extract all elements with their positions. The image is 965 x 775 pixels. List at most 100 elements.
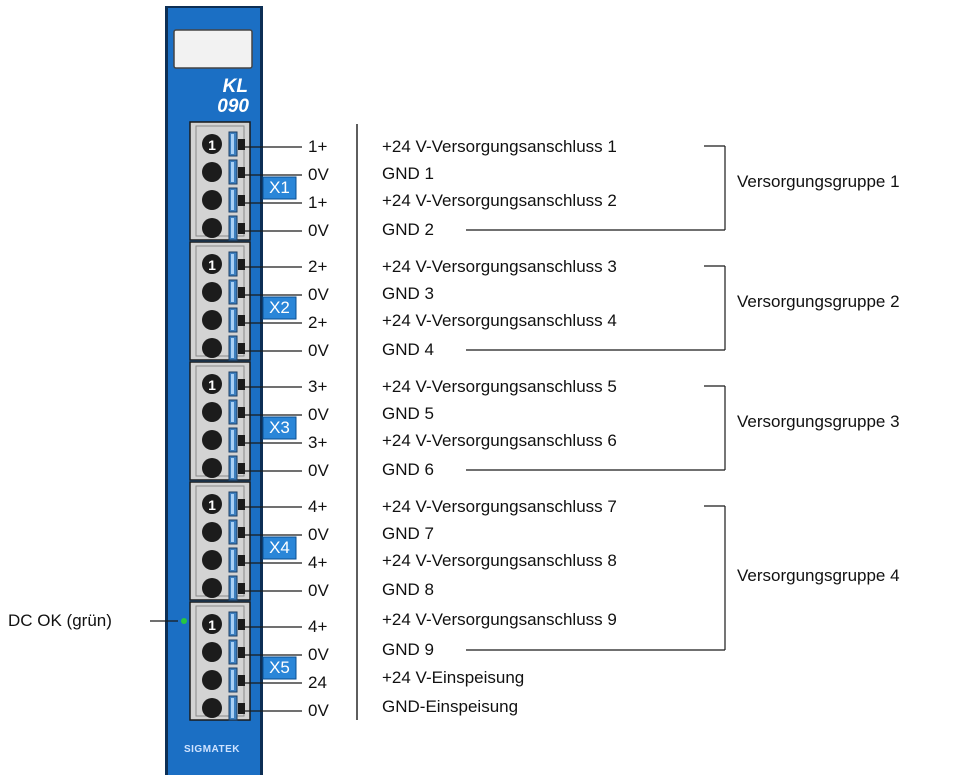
- pin-label: 3+: [308, 433, 328, 452]
- contact-release: [238, 583, 245, 594]
- brand-logo: SIGMATEK: [184, 744, 240, 755]
- screw-terminal: [202, 218, 222, 238]
- contact-release: [238, 343, 245, 354]
- pin-label: 0V: [308, 701, 329, 720]
- contact-highlight: [231, 614, 234, 634]
- group-label: Versorgungsgruppe 4: [737, 566, 900, 585]
- screw-terminal: [202, 642, 222, 662]
- description-text: GND 3: [382, 284, 434, 303]
- contact-highlight: [231, 494, 234, 514]
- description-text: +24 V-Versorgungsanschluss 7: [382, 497, 617, 516]
- group-label: Versorgungsgruppe 3: [737, 412, 900, 431]
- contact-highlight: [231, 310, 234, 330]
- group-bracket-1: [466, 145, 726, 231]
- model-name-line2: 090: [217, 96, 249, 117]
- contact-release: [238, 287, 245, 298]
- connector-label: X4: [269, 538, 290, 557]
- screw-terminal: [202, 614, 222, 634]
- group-bracket-2: [466, 265, 726, 351]
- label-window: [173, 29, 253, 69]
- connector-inner-frame: [195, 245, 245, 357]
- pin-label: 24: [308, 673, 327, 692]
- contact-highlight: [231, 642, 234, 662]
- connector-x1: 1: [189, 121, 302, 241]
- connector-inner-frame: [195, 605, 245, 717]
- connector-inner-frame: [195, 485, 245, 597]
- contact-highlight: [231, 522, 234, 542]
- pin-label: 0V: [308, 461, 329, 480]
- connector-label-badge: [262, 536, 297, 560]
- description-text: +24 V-Versorgungsanschluss 6: [382, 431, 617, 450]
- description-text: GND 7: [382, 524, 434, 543]
- contact-release: [238, 259, 245, 270]
- contact-release: [238, 703, 245, 714]
- connector-inner-frame: [195, 365, 245, 477]
- pin-label: 1+: [308, 137, 328, 156]
- pin1-marker: 1: [208, 377, 216, 393]
- pin1-marker: 1: [208, 257, 216, 273]
- pin-label: 2+: [308, 313, 328, 332]
- pin-label: 0V: [308, 645, 329, 664]
- contact-release: [238, 647, 245, 658]
- screw-terminal: [202, 494, 222, 514]
- screw-terminal: [202, 578, 222, 598]
- contact-release: [238, 555, 245, 566]
- screw-terminal: [202, 550, 222, 570]
- contact-release: [238, 379, 245, 390]
- contact-release: [238, 527, 245, 538]
- connector-x3: 1: [189, 361, 302, 481]
- contact-release: [238, 463, 245, 474]
- screw-terminal: [202, 134, 222, 154]
- contact-highlight: [231, 190, 234, 210]
- contact-release: [238, 315, 245, 326]
- description-text: GND 8: [382, 580, 434, 599]
- screw-terminal: [202, 402, 222, 422]
- pin-label: 0V: [308, 221, 329, 240]
- pin1-marker: 1: [208, 137, 216, 153]
- status-led: [181, 618, 187, 624]
- screw-terminal: [202, 698, 222, 718]
- contact-highlight: [231, 458, 234, 478]
- contact-highlight: [231, 282, 234, 302]
- contact-highlight: [231, 402, 234, 422]
- status-led-label: DC OK (grün): [8, 611, 112, 630]
- description-text: +24 V-Versorgungsanschluss 8: [382, 551, 617, 570]
- description-text: +24 V-Versorgungsanschluss 5: [382, 377, 617, 396]
- contact-release: [238, 407, 245, 418]
- contact-release: [238, 499, 245, 510]
- pin-label: 0V: [308, 525, 329, 544]
- connector-label: X2: [269, 298, 290, 317]
- pin-label: 0V: [308, 405, 329, 424]
- pin-label: 3+: [308, 377, 328, 396]
- contact-highlight: [231, 338, 234, 358]
- screw-terminal: [202, 282, 222, 302]
- screw-terminal: [202, 458, 222, 478]
- group-bracket-3: [466, 385, 726, 471]
- contact-highlight: [231, 430, 234, 450]
- connector-label-badge: [262, 656, 297, 680]
- contact-highlight: [231, 134, 234, 154]
- pin1-marker: 1: [208, 617, 216, 633]
- pin-label: 0V: [308, 581, 329, 600]
- connector-label: X1: [269, 178, 290, 197]
- contact-release: [238, 195, 245, 206]
- description-text: GND 6: [382, 460, 434, 479]
- contact-highlight: [231, 550, 234, 570]
- pin-label: 0V: [308, 285, 329, 304]
- contact-release: [238, 139, 245, 150]
- contact-highlight: [231, 698, 234, 718]
- connector-x2: 1: [189, 241, 302, 361]
- contact-highlight: [231, 578, 234, 598]
- description-text: GND 1: [382, 164, 434, 183]
- group-bracket-4: [466, 505, 726, 651]
- contact-release: [238, 675, 245, 686]
- contact-highlight: [231, 162, 234, 182]
- description-text: GND 4: [382, 340, 434, 359]
- model-name-line1: KL: [223, 76, 248, 97]
- screw-terminal: [202, 670, 222, 690]
- connector-label: X3: [269, 418, 290, 437]
- pin1-marker: 1: [208, 497, 216, 513]
- contact-highlight: [231, 218, 234, 238]
